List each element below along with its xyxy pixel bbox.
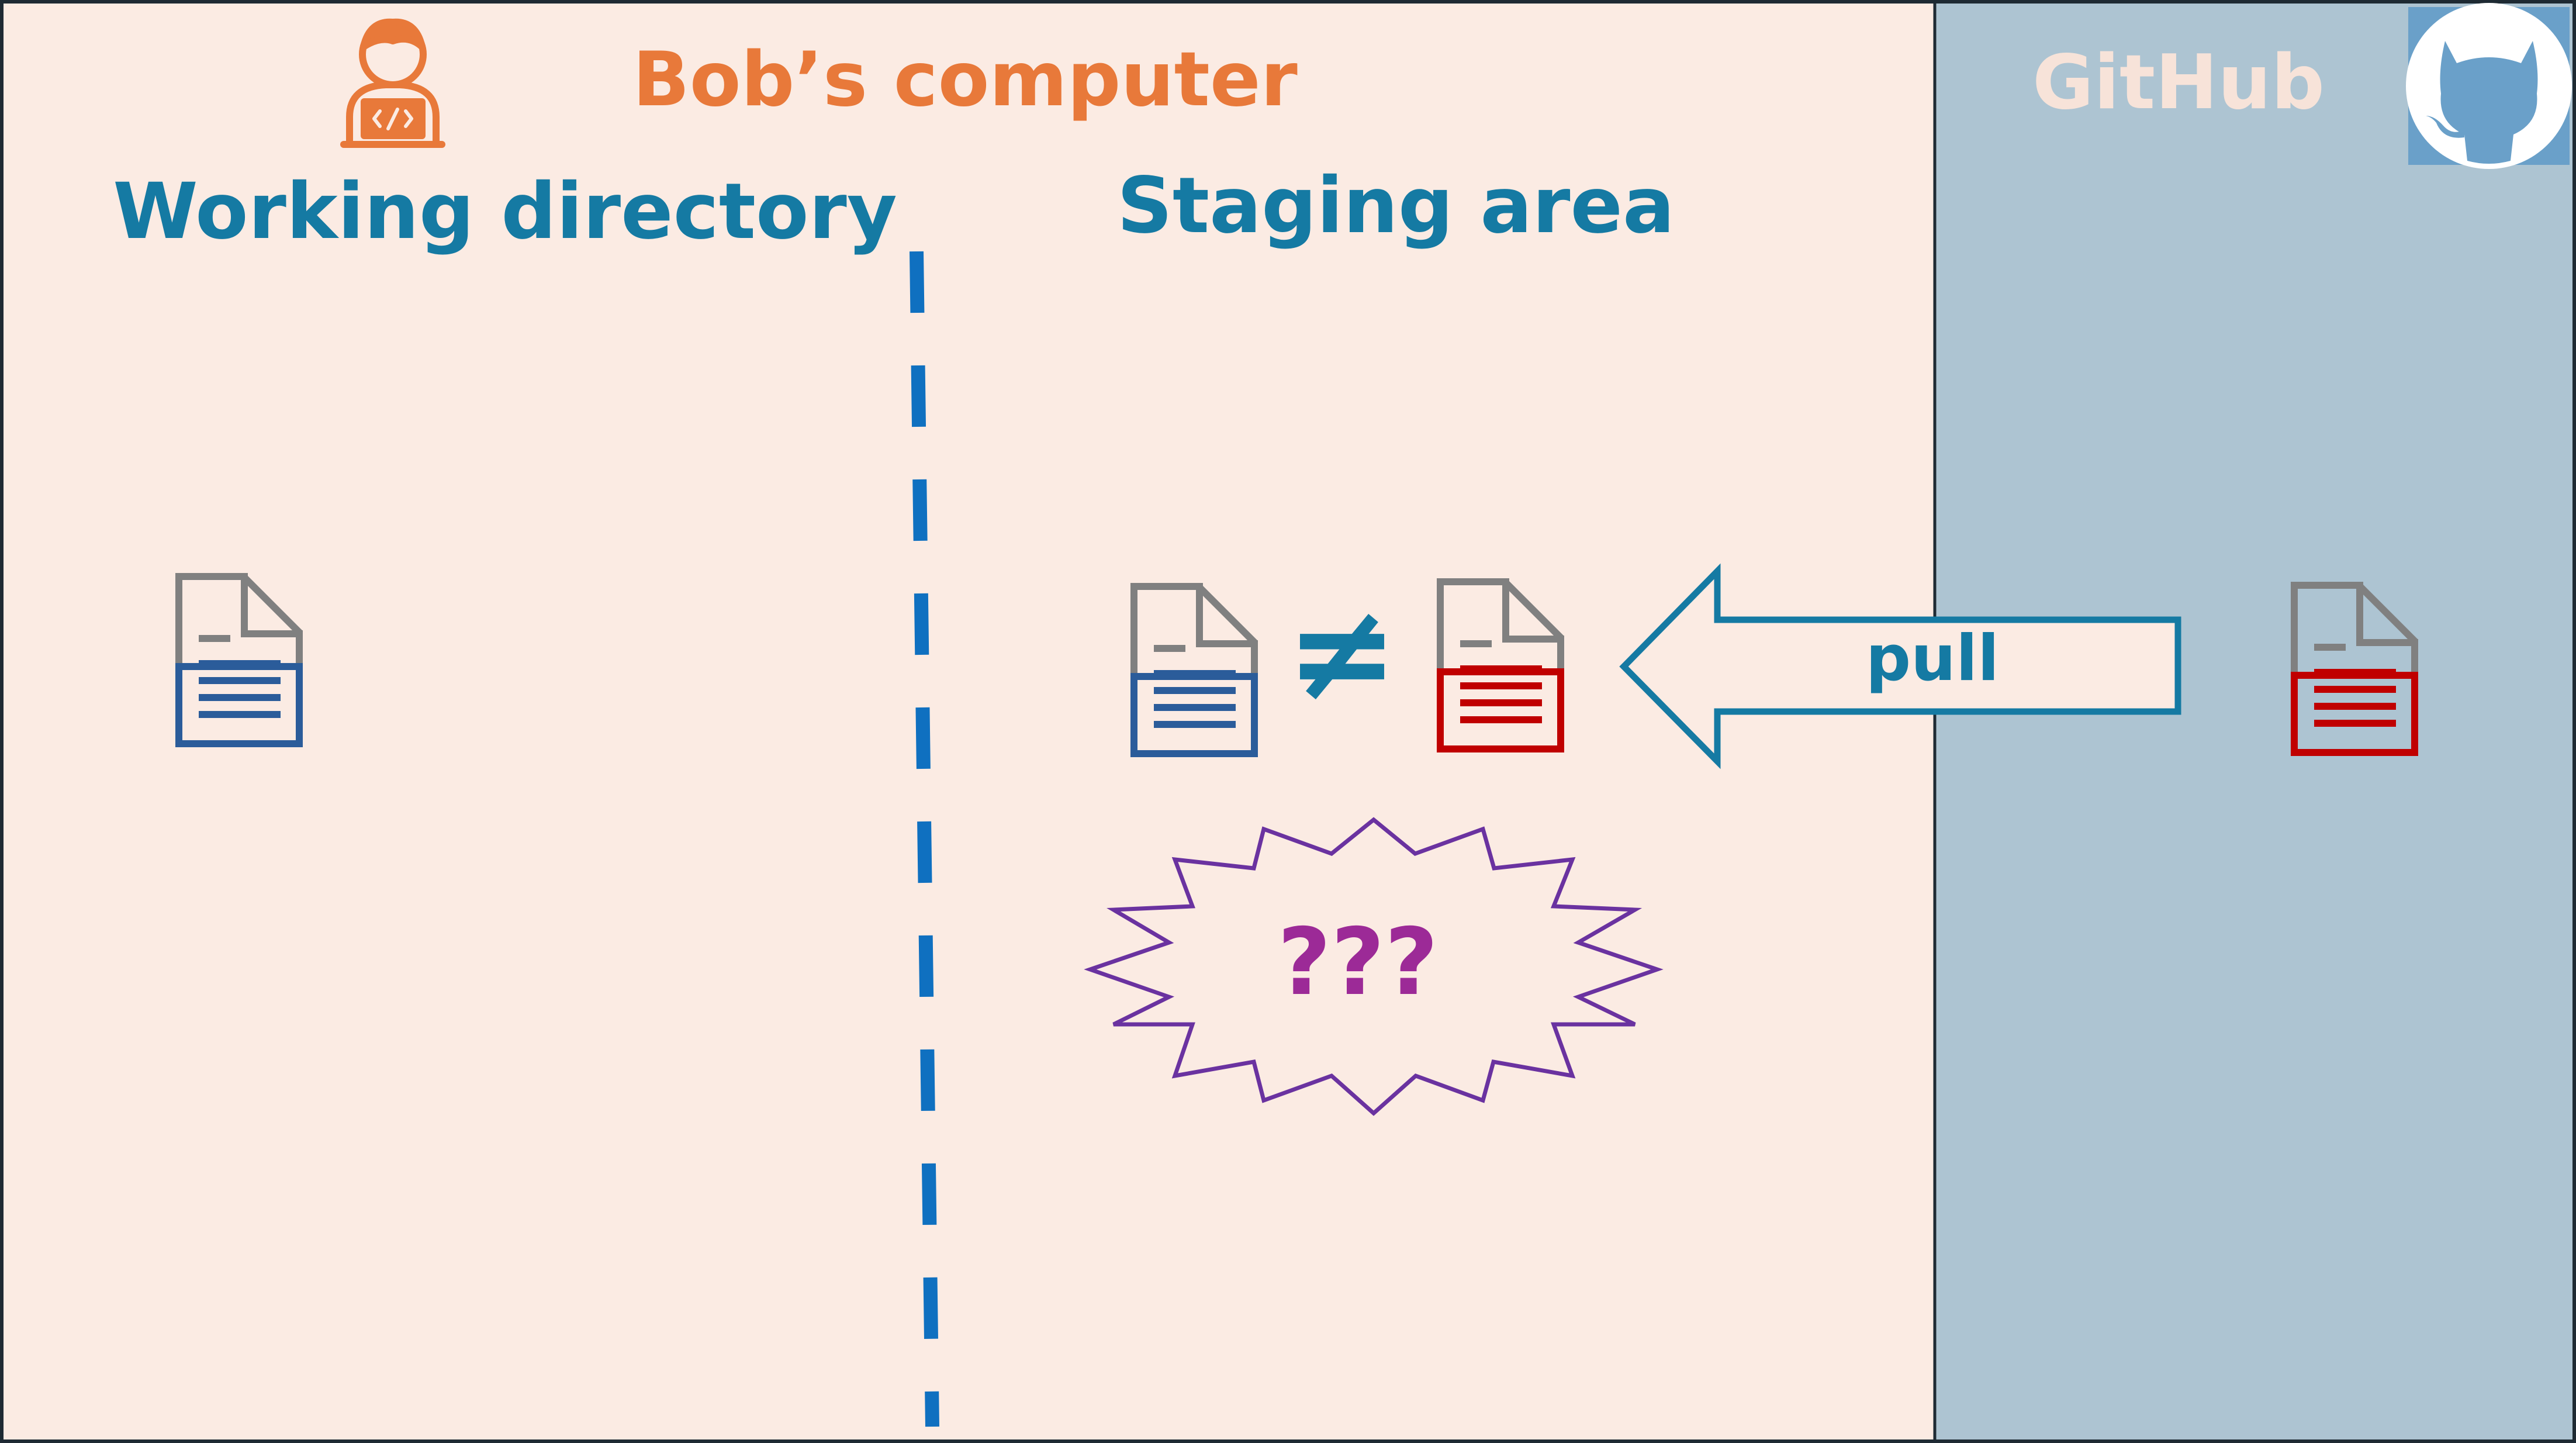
remote-panel-background [1935,0,2576,1443]
confusion-burst-shape [1084,817,1664,1116]
working-directory-heading: Working directory [113,167,897,257]
confusion-label: ??? [1278,909,1439,1016]
github-octocat-icon [2406,3,2572,169]
developer-with-laptop-icon [340,18,445,148]
not-equal-symbol: ≠ [1286,575,1399,731]
remote-panel-title: GitHub [2032,39,2325,126]
staging-area-heading: Staging area [1117,161,1675,251]
pull-arrow-label: pull [1866,622,1999,695]
local-panel-background [0,0,1935,1443]
local-panel-title: Bob’s computer [632,36,1298,123]
pull-arrow [1619,563,2181,769]
area-divider-dashed-line [910,251,939,1427]
